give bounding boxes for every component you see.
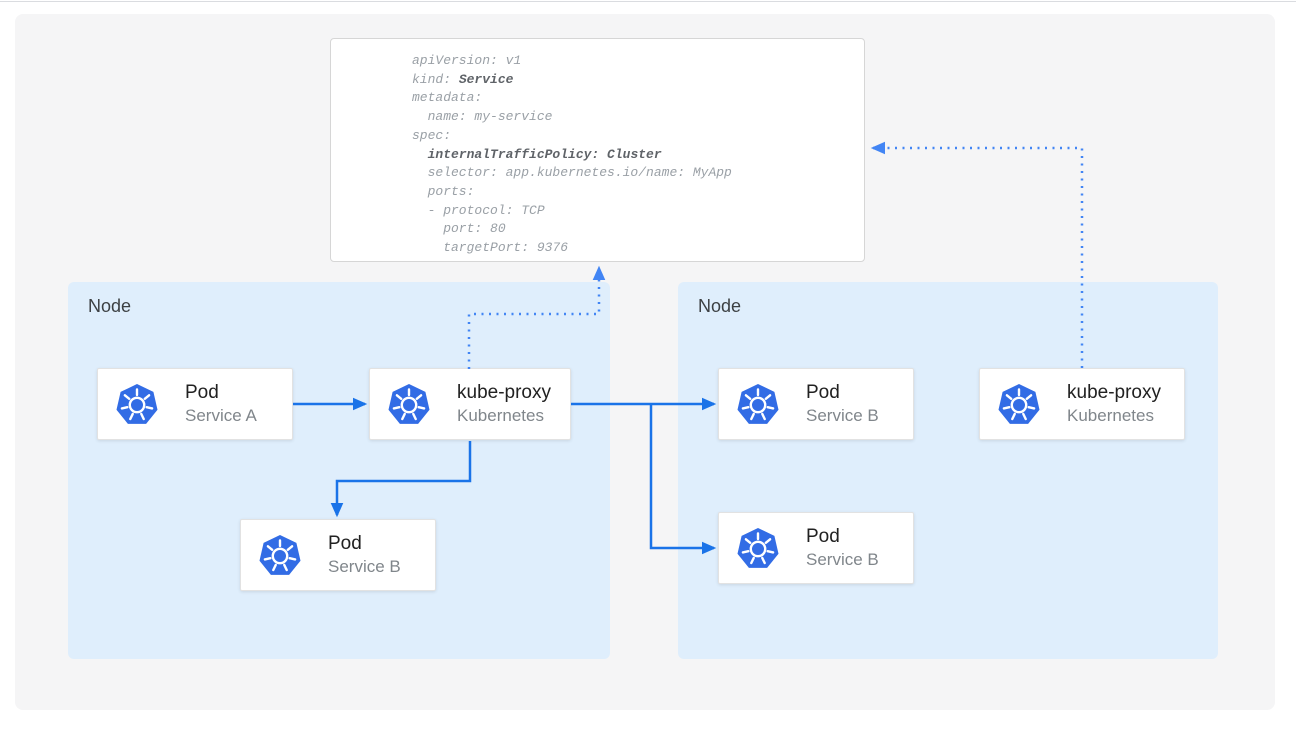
yaml-line: port: 80 — [412, 221, 506, 237]
kubernetes-icon — [258, 533, 302, 577]
kube-proxy-right-card: kube-proxy Kubernetes — [979, 368, 1185, 440]
kubernetes-icon — [387, 382, 431, 426]
card-subtitle: Kubernetes — [457, 406, 544, 425]
yaml-line: apiVersion: v1 — [412, 53, 522, 68]
card-subtitle: Service B — [806, 406, 879, 425]
card-subtitle: Service A — [185, 406, 257, 425]
card-title: Pod — [806, 382, 840, 403]
card-title: Pod — [185, 382, 219, 403]
yaml-line: - protocol: TCP — [412, 202, 545, 218]
pod-service-b-right-bottom-card: Pod Service B — [718, 512, 914, 584]
kubernetes-icon — [115, 382, 159, 426]
card-title: Pod — [806, 526, 840, 547]
card-title: kube-proxy — [1067, 382, 1161, 403]
yaml-line: selector: app.kubernetes.io/name: MyApp — [412, 165, 732, 181]
node-label: Node — [698, 296, 742, 316]
card-title: Pod — [328, 533, 362, 554]
pod-service-b-left-card: Pod Service B — [240, 519, 436, 591]
card-subtitle: Service B — [328, 557, 401, 576]
node-label: Node — [88, 296, 132, 316]
yaml-line: spec: — [412, 127, 452, 143]
kubernetes-icon — [736, 382, 780, 426]
yaml-line: name: my-service — [412, 109, 553, 125]
pod-service-b-right-top-card: Pod Service B — [718, 368, 914, 440]
card-subtitle: Service B — [806, 550, 879, 569]
card-subtitle: Kubernetes — [1067, 406, 1154, 425]
yaml-line: targetPort: 9376 — [412, 240, 569, 256]
pod-service-a-card: Pod Service A — [97, 368, 293, 440]
node-left: Node — [68, 282, 610, 659]
yaml-line: kind: Service — [412, 71, 514, 87]
card-title: kube-proxy — [457, 382, 551, 403]
kube-proxy-left-card: kube-proxy Kubernetes — [369, 368, 571, 440]
node-right: Node — [678, 282, 1218, 659]
yaml-line: metadata: — [412, 90, 483, 106]
kubernetes-icon — [997, 382, 1041, 426]
yaml-line: ports: — [412, 183, 475, 199]
top-divider — [0, 1, 1296, 2]
service-yaml-box: apiVersion: v1 kind: Service metadata: nam… — [330, 38, 865, 262]
yaml-line: internalTrafficPolicy: Cluster — [427, 146, 662, 162]
kubernetes-icon — [736, 526, 780, 570]
